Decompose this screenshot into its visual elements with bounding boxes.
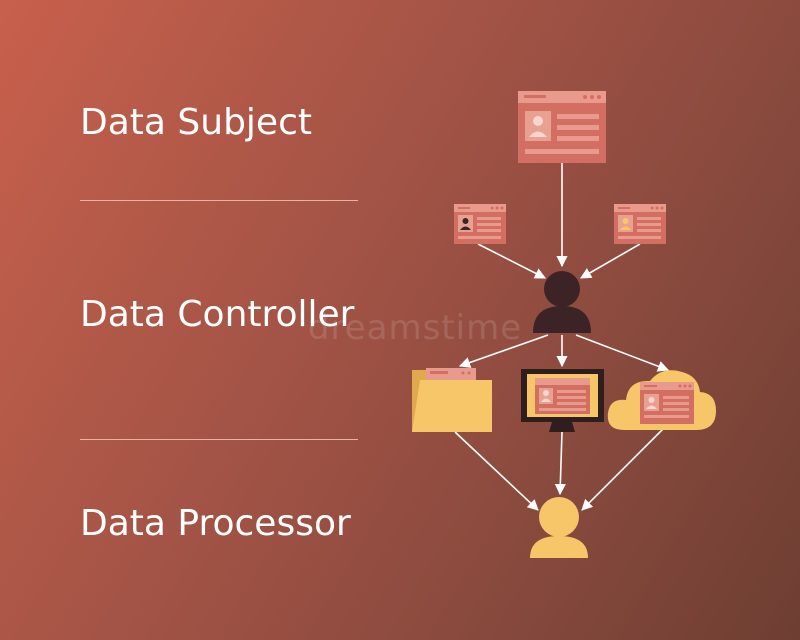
processor-person-icon [530, 497, 588, 558]
flow-arrows [454, 163, 670, 511]
controller-person-icon [533, 271, 591, 333]
data-subject-label: Data Subject [80, 102, 312, 143]
arrow-left-card-to-controller [477, 243, 546, 279]
data-processor-label: Data Processor [80, 503, 351, 544]
left-profile-card-icon [454, 204, 506, 244]
right-profile-card-icon [614, 204, 666, 244]
watermark: dreamstime [307, 308, 523, 348]
folder-icon [412, 368, 492, 432]
arrow-right-card-to-controller [580, 243, 641, 279]
subject-profile-card-icon [518, 91, 606, 163]
arrow-folder-to-processor [454, 431, 539, 511]
arrow-controller-to-cloud [575, 334, 670, 372]
arrow-cloud-to-processor [581, 425, 667, 511]
cloud-icon [607, 370, 716, 430]
arrow-controller-to-folder [458, 334, 549, 368]
arrow-monitor-to-processor [554, 431, 566, 496]
monitor-icon [521, 369, 604, 432]
divider-bottom [80, 439, 358, 440]
divider-top [80, 200, 358, 201]
data-controller-label: Data Controller [80, 294, 355, 335]
